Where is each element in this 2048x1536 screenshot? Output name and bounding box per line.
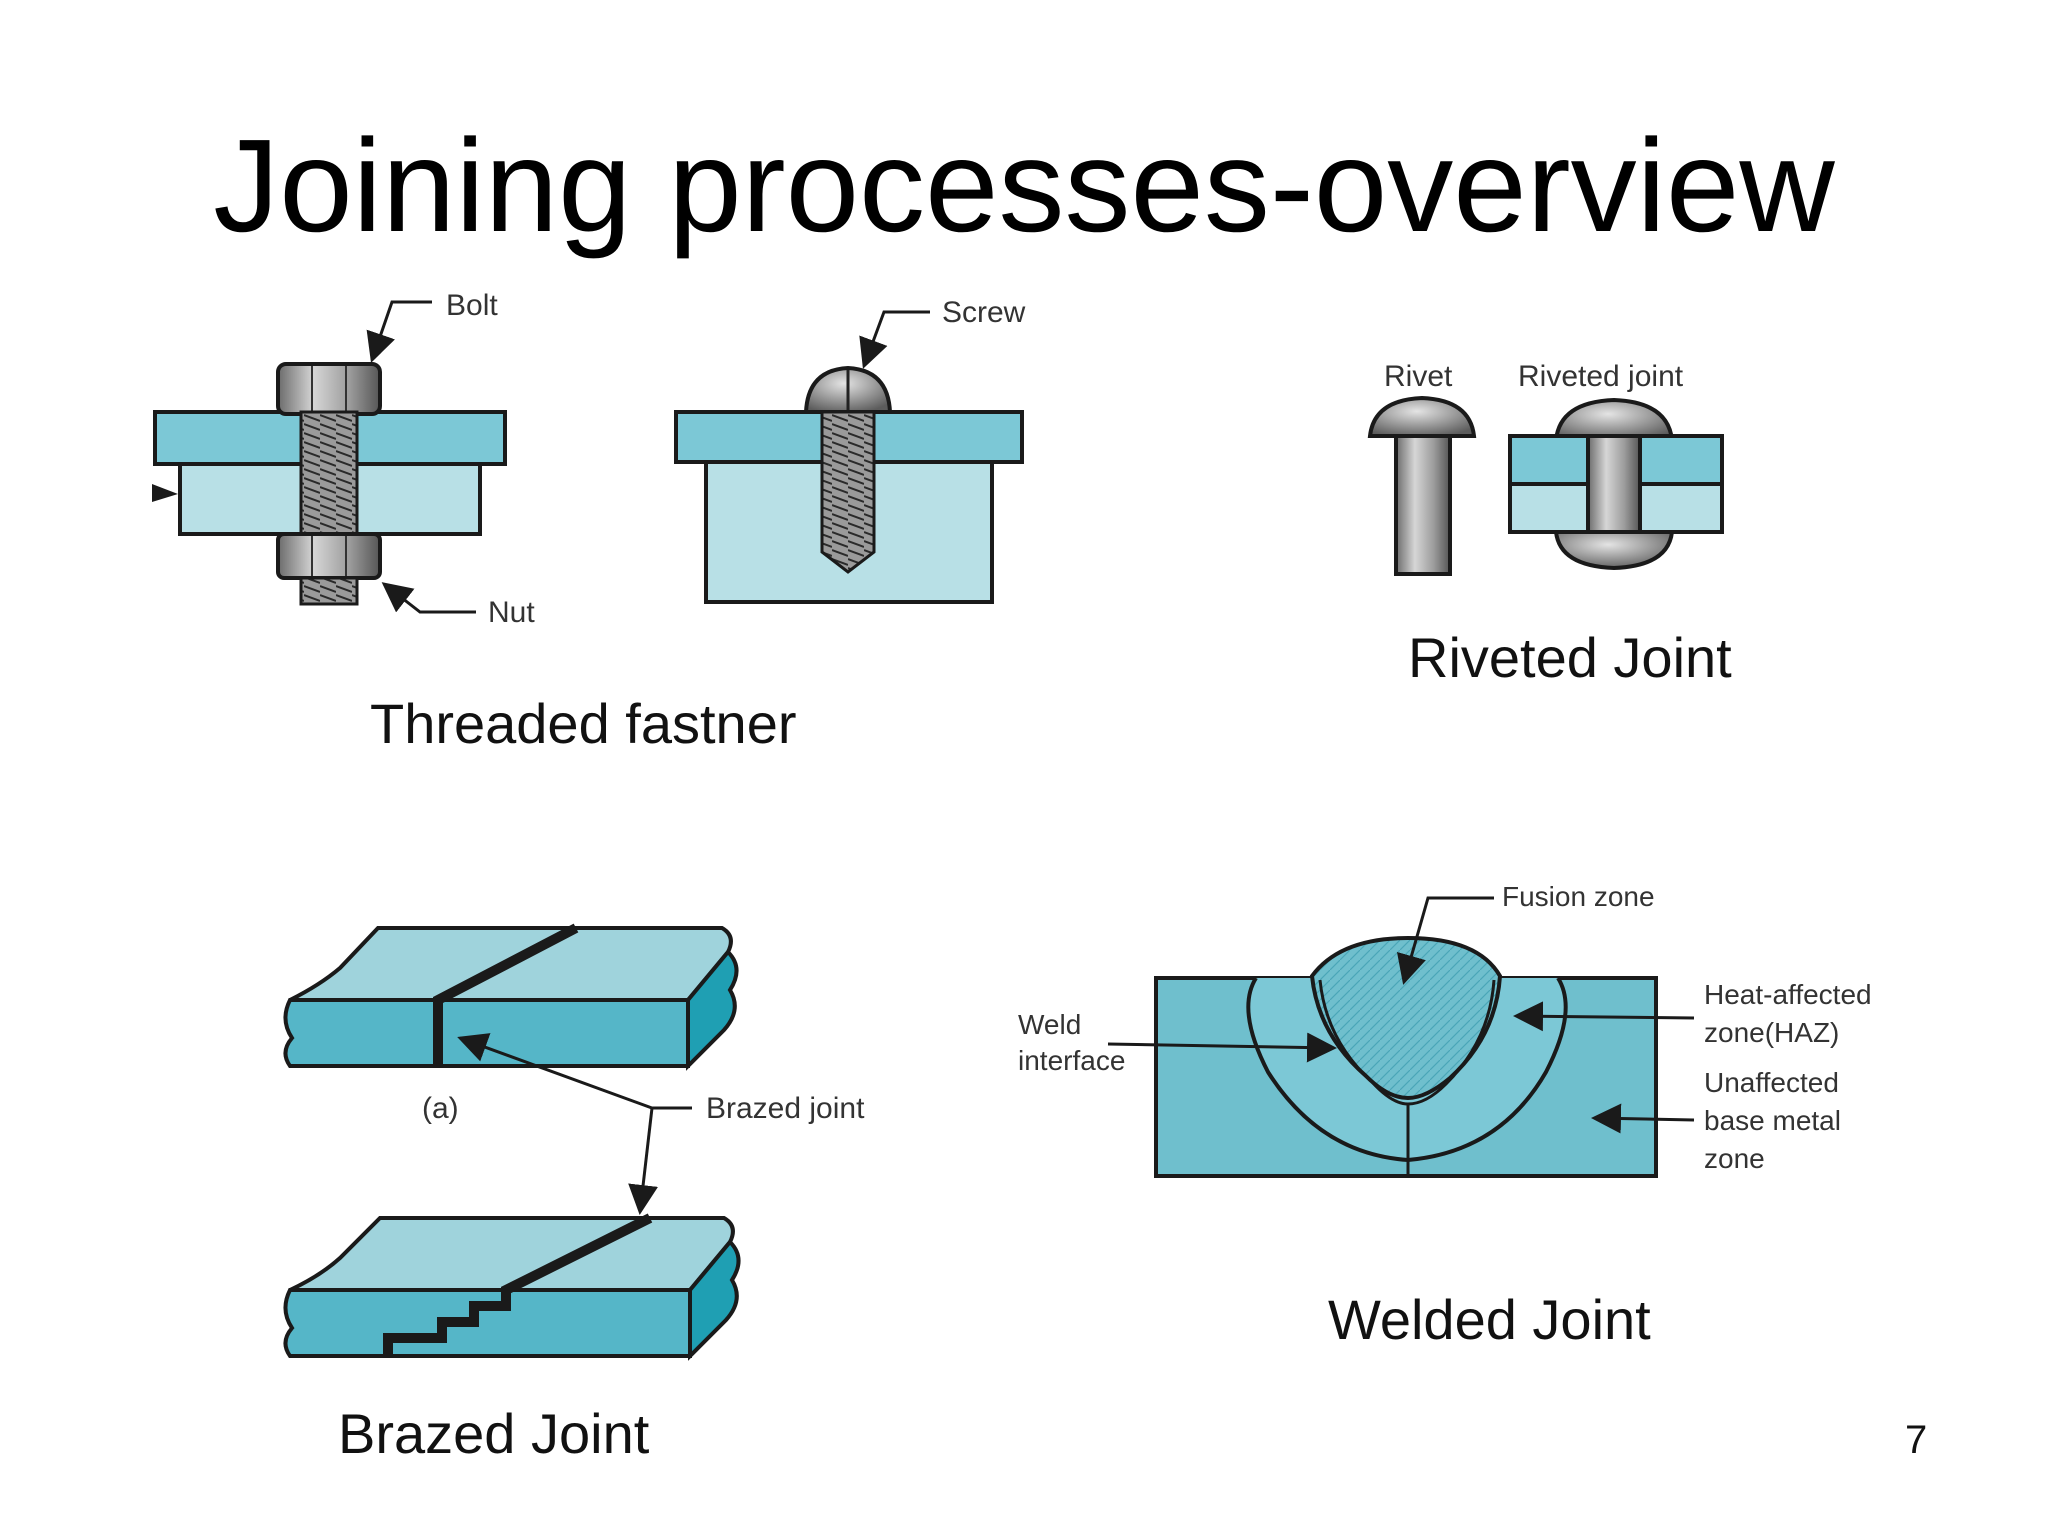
nut-leader-line [381, 582, 476, 614]
brazed-upper-front-face [283, 998, 690, 1068]
brazed-lower-end-face [688, 1239, 741, 1361]
bolt-thread-tip [299, 576, 359, 606]
riveted-joint-lower-plate-right [1638, 482, 1724, 534]
unaffected-label-line2: base metal [1704, 1105, 1841, 1136]
unaffected-zone-leader [1591, 1103, 1695, 1134]
brazed-joint-lower-figure [283, 1213, 741, 1361]
riveted-joint-caption: Riveted Joint [1408, 626, 1732, 689]
fusion-zone-leader [1396, 896, 1494, 985]
bolt-shank-threads [299, 410, 359, 538]
side-arrow-icon [152, 484, 178, 502]
nut-body [276, 532, 382, 580]
fusion-zone-label: Fusion zone [1502, 881, 1655, 912]
rivet-head [1367, 395, 1477, 438]
haz-label-line1: Heat-affected [1704, 979, 1872, 1010]
bolt-head [276, 362, 382, 416]
rivet-label: Rivet [1384, 360, 1453, 393]
screw-label: Screw [942, 296, 1026, 329]
brazed-part-label: (a) [422, 1092, 459, 1125]
brazed-upper-end-face [686, 949, 739, 1071]
brazed-lower-top-face [289, 1216, 735, 1292]
brazed-joint-label: Brazed joint [706, 1092, 865, 1125]
brazed-lower-seam [383, 1213, 653, 1356]
threaded-fastener-caption: Threaded fastner [370, 692, 797, 755]
riveted-joint-bottom-head [1553, 530, 1675, 571]
screw-figure: Screw [674, 296, 1026, 604]
brazed-upper-seam [433, 923, 579, 1066]
unaffected-label-line3: zone [1704, 1143, 1765, 1174]
brazed-joint-leaders: Brazed joint [457, 1033, 865, 1215]
riveted-joint-shank [1586, 434, 1642, 534]
screw-leader-line [859, 310, 930, 369]
brazed-joint-caption: Brazed Joint [338, 1402, 650, 1465]
bolt-leader-line [366, 300, 432, 363]
haz-leader [1513, 1001, 1695, 1032]
brazed-lower-front-face [283, 1288, 692, 1358]
rivet-figure: Rivet [1367, 360, 1477, 576]
riveted-joint-top-head [1553, 397, 1675, 442]
brazed-leader-lower [628, 1107, 658, 1215]
bolt-assembly-figure: Bolt Nut [152, 289, 535, 629]
page-number: 7 [1905, 1418, 1928, 1462]
riveted-joint-upper-plate-right [1638, 434, 1724, 486]
riveted-joint-label: Riveted joint [1518, 360, 1684, 393]
weld-interface-label-line1: Weld [1018, 1009, 1081, 1040]
riveted-joint-upper-plate-left [1508, 434, 1590, 486]
slide-title: Joining processes-overview [213, 112, 1835, 259]
nut-label: Nut [488, 596, 535, 629]
welded-joint-figure: Fusion zone Weld interface Heat-affected… [1018, 881, 1872, 1178]
rivet-shank [1394, 434, 1452, 576]
bolt-label: Bolt [446, 289, 498, 322]
weld-interface-leader [1107, 1032, 1337, 1063]
screw-shank-threads [820, 410, 876, 574]
riveted-joint-lower-plate-left [1508, 482, 1590, 534]
riveted-joint-figure: Riveted joint [1508, 360, 1724, 571]
haz-label-line2: zone(HAZ) [1704, 1017, 1839, 1048]
unaffected-label-line1: Unaffected [1704, 1067, 1839, 1098]
weld-interface-label-line2: interface [1018, 1045, 1125, 1076]
brazed-joint-upper-figure: (a) [283, 923, 739, 1125]
welded-joint-caption: Welded Joint [1328, 1288, 1651, 1351]
